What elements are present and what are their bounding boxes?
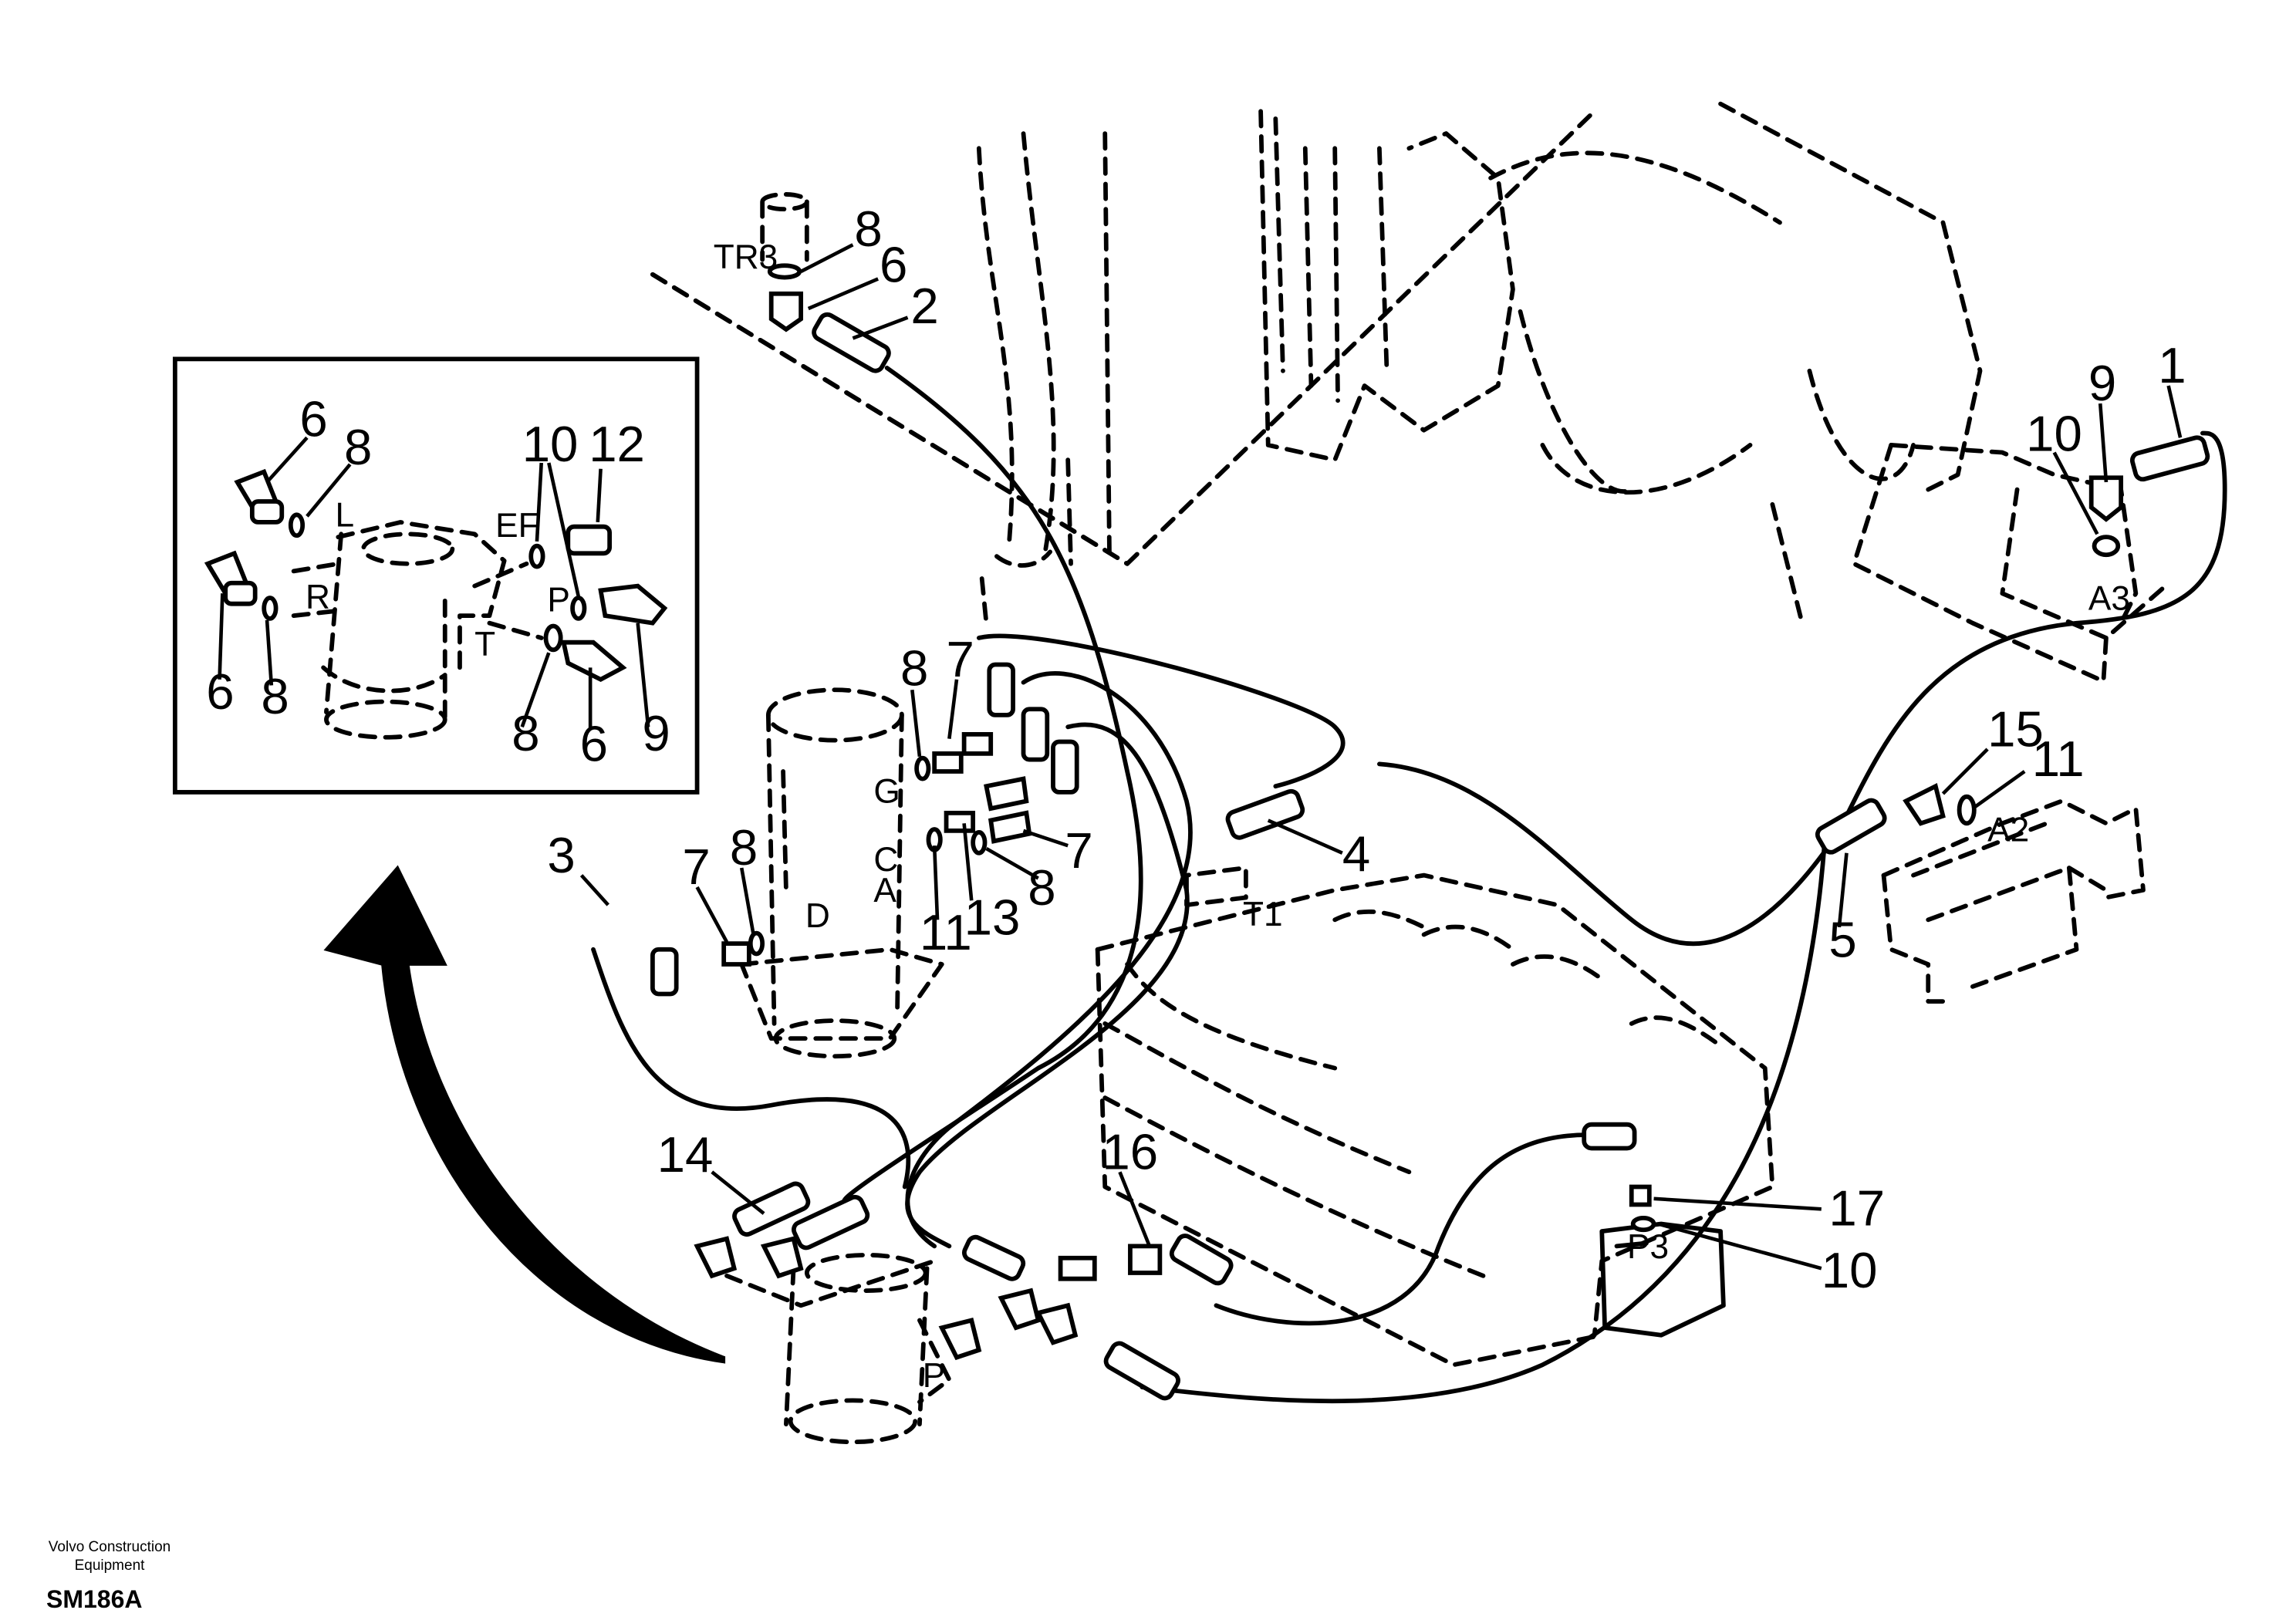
callout-1: 1	[2158, 337, 2186, 393]
inset-callout-8-c: 8	[512, 705, 539, 761]
inset-callout-10: 10	[522, 416, 579, 472]
inset-callout-6-c: 6	[580, 716, 608, 772]
port-tr3: TR3	[714, 238, 778, 276]
main-labels: 8 6 2 9 1 10 8 7 3 7 8 11 13 8 7 4 15 11…	[547, 201, 2186, 1395]
callout-8-lower: 8	[1028, 859, 1055, 916]
callout-11-swivel: 11	[920, 904, 972, 960]
callout-4: 4	[1342, 825, 1370, 882]
inset-port-l: L	[335, 497, 354, 535]
port-d: D	[805, 897, 830, 935]
callout-16: 16	[1102, 1123, 1158, 1180]
inset-port-ef: EF	[495, 507, 539, 545]
callout-13: 13	[964, 889, 1021, 946]
callout-9-right: 9	[2088, 355, 2116, 411]
port-t1: T1	[1243, 896, 1283, 933]
fittings	[650, 263, 2210, 1401]
inset-callout-6-a: 6	[299, 390, 327, 447]
machine-outline	[650, 101, 2168, 1445]
callout-7-left: 7	[682, 839, 710, 895]
callout-6-top: 6	[880, 236, 907, 292]
callout-7-swivel: 7	[947, 631, 974, 687]
inset-port-p: P	[547, 581, 569, 619]
callout-3: 3	[547, 827, 575, 883]
inset-callout-6-b: 6	[206, 663, 234, 720]
port-c: C	[873, 841, 898, 879]
callout-11-right: 11	[2032, 731, 2085, 787]
hose-lines	[591, 366, 2227, 1404]
callout-5: 5	[1828, 911, 1856, 967]
port-a: A	[873, 872, 896, 910]
inset-labels: 6 8 10 12 6 8 8 6 9 L R EF P T	[206, 390, 670, 771]
port-a2: A2	[1987, 811, 2029, 849]
leader-lines	[579, 243, 2183, 1271]
callout-14: 14	[657, 1126, 714, 1183]
inset-port-r: R	[306, 578, 330, 616]
inset-port-t: T	[474, 626, 495, 663]
inset-callout-8-a: 8	[344, 419, 372, 475]
port-a3: A3	[2088, 579, 2130, 617]
callout-15: 15	[1987, 700, 2044, 757]
callout-8-swivel: 8	[900, 640, 928, 696]
company-line-1: Volvo Construction	[48, 1539, 171, 1555]
callout-10-lower: 10	[1822, 1242, 1878, 1298]
company-credit: Volvo Construction Equipment	[17, 1538, 202, 1575]
inset-callout-9: 9	[642, 705, 670, 761]
callout-17: 17	[1828, 1180, 1885, 1236]
detail-inset	[172, 356, 700, 795]
callout-8-left: 8	[730, 819, 758, 876]
port-g: G	[873, 772, 900, 810]
callout-8-top: 8	[854, 201, 882, 257]
callout-7-lower: 7	[1065, 822, 1092, 879]
callout-2: 2	[910, 278, 938, 334]
port-p: P	[923, 1357, 945, 1395]
direction-arrow	[323, 865, 726, 1364]
drawing-code: SM186A	[46, 1585, 143, 1613]
inset-callout-12: 12	[589, 416, 645, 472]
port-p3: P3	[1627, 1228, 1669, 1266]
inset-callout-8-b: 8	[261, 668, 289, 724]
callout-10-right: 10	[2026, 406, 2082, 462]
company-line-2: Equipment	[74, 1558, 145, 1574]
